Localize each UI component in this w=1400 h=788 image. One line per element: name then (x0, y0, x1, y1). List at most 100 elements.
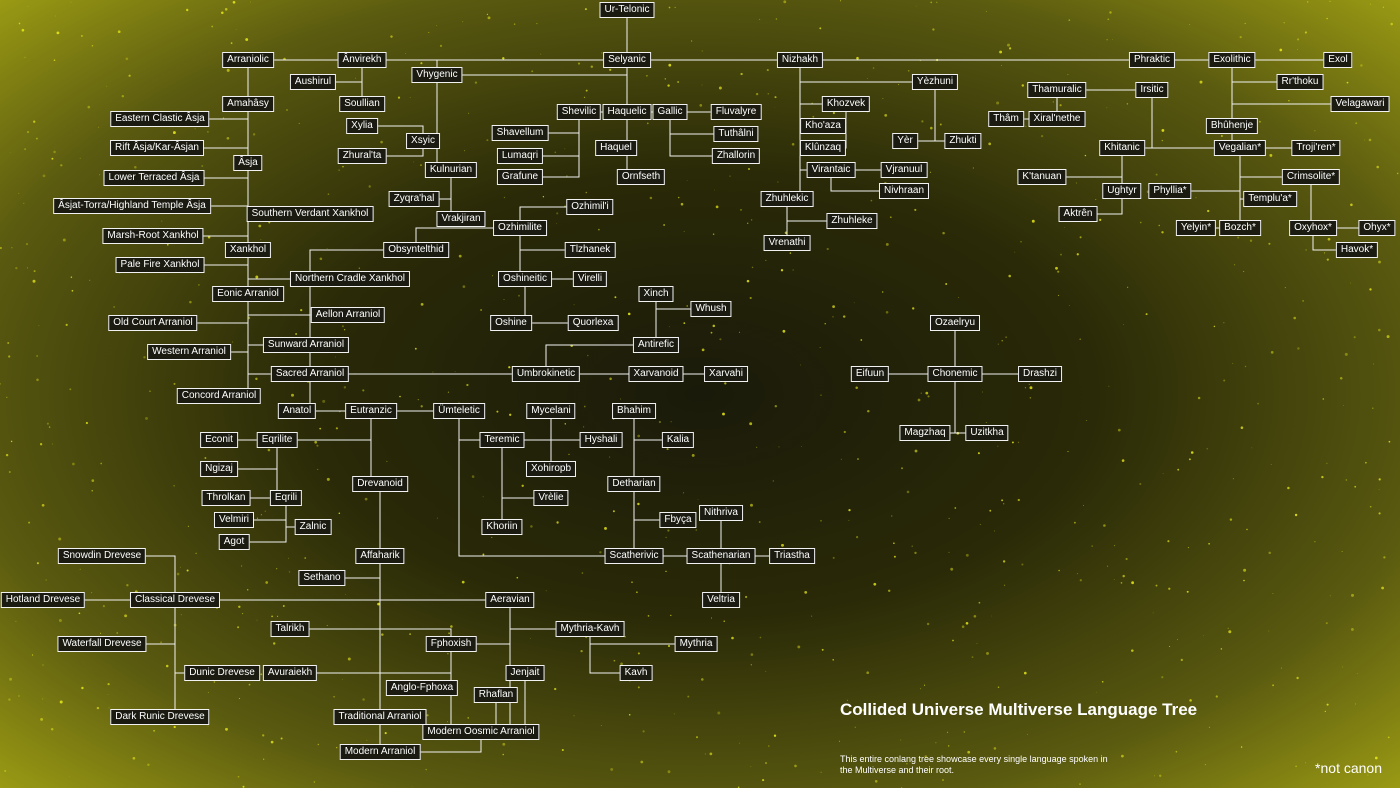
language-node: Rr'thoku (1276, 74, 1324, 90)
language-node: Troji'ren* (1291, 140, 1341, 156)
star-dot (804, 591, 808, 594)
star-dot (1099, 218, 1102, 221)
star-dot (1232, 101, 1234, 103)
star-dot (765, 762, 767, 764)
star-dot (173, 484, 175, 487)
star-dot (924, 755, 928, 758)
language-node: Nivhraan (878, 183, 930, 199)
language-node: Zyqra'hal (388, 191, 440, 207)
star-dot (832, 556, 835, 559)
language-node: Anatol (277, 403, 317, 419)
star-dot (781, 543, 784, 547)
star-dot (1297, 38, 1300, 41)
star-dot (556, 212, 559, 215)
star-dot (260, 514, 262, 516)
language-node: Vrenathi (763, 235, 811, 251)
star-dot (1244, 365, 1247, 368)
language-node: Haquel (595, 140, 637, 156)
star-dot (1382, 6, 1385, 8)
star-dot (667, 529, 670, 532)
star-dot (128, 74, 131, 77)
star-dot (1215, 695, 1218, 698)
star-dot (91, 45, 94, 47)
language-node: Phyllia* (1148, 183, 1192, 199)
star-dot (997, 445, 999, 447)
star-dot (1162, 473, 1164, 474)
star-dot (1269, 153, 1273, 157)
star-dot (207, 691, 209, 693)
star-dot (1234, 264, 1236, 266)
star-dot (461, 580, 465, 584)
star-dot (1127, 286, 1129, 288)
star-dot (832, 111, 836, 115)
star-dot (509, 413, 512, 416)
language-node: Modern Oosmic Arraniol (422, 724, 540, 740)
star-dot (745, 595, 748, 599)
star-dot (778, 446, 780, 448)
star-dot (609, 68, 612, 71)
star-dot (5, 453, 9, 457)
language-node: Ânvirekh (337, 52, 387, 68)
star-dot (322, 399, 326, 403)
star-dot (1121, 459, 1125, 462)
star-dot (1268, 242, 1271, 245)
star-dot (887, 589, 891, 593)
star-dot (117, 30, 121, 34)
star-dot (1107, 565, 1109, 567)
star-dot (126, 584, 129, 587)
star-dot (917, 398, 921, 402)
star-dot (683, 492, 685, 494)
star-dot (665, 536, 667, 539)
star-dot (10, 440, 13, 443)
star-dot (496, 410, 499, 413)
star-dot (994, 530, 996, 532)
star-dot (467, 717, 469, 719)
star-dot (740, 209, 742, 211)
star-dot (604, 526, 607, 530)
star-dot (250, 1, 252, 3)
star-dot (701, 84, 703, 86)
star-dot (971, 656, 974, 659)
star-dot (207, 725, 209, 727)
star-dot (298, 122, 300, 124)
star-dot (683, 231, 685, 232)
star-dot (198, 284, 200, 286)
language-node: Hotland Drevese (0, 592, 86, 608)
star-dot (530, 525, 533, 528)
star-dot (335, 356, 336, 358)
star-dot (36, 378, 39, 382)
star-dot (252, 133, 256, 136)
star-dot (79, 568, 81, 570)
star-dot (930, 171, 931, 173)
star-dot (701, 348, 705, 352)
star-dot (566, 175, 568, 177)
language-node: Teremic (479, 432, 525, 448)
language-node: Eqrili (269, 490, 303, 506)
star-dot (581, 572, 584, 574)
star-dot (554, 687, 557, 691)
star-dot (31, 654, 34, 656)
star-dot (59, 700, 63, 704)
language-node: Eqrilite (256, 432, 298, 448)
language-node: Xohiropb (525, 461, 577, 477)
star-dot (9, 152, 11, 154)
star-dot (46, 422, 49, 425)
star-dot (965, 553, 969, 557)
star-dot (1055, 266, 1058, 270)
language-node: Northern Cradle Xankhol (289, 271, 411, 287)
language-node: Affaharik (355, 548, 405, 564)
language-node: Eonic Arraniol (212, 286, 284, 302)
star-dot (996, 101, 1000, 105)
star-dot (295, 333, 297, 335)
star-dot (238, 605, 241, 609)
star-dot (1079, 236, 1082, 239)
star-dot (1052, 101, 1054, 103)
star-dot (945, 283, 948, 285)
star-dot (1329, 0, 1331, 3)
language-node: Anglo-Fphoxa (385, 680, 459, 696)
star-dot (413, 161, 415, 163)
star-dot (1107, 18, 1110, 21)
star-dot (580, 649, 583, 653)
language-node: Shavellum (491, 125, 549, 141)
star-dot (1370, 3, 1372, 5)
